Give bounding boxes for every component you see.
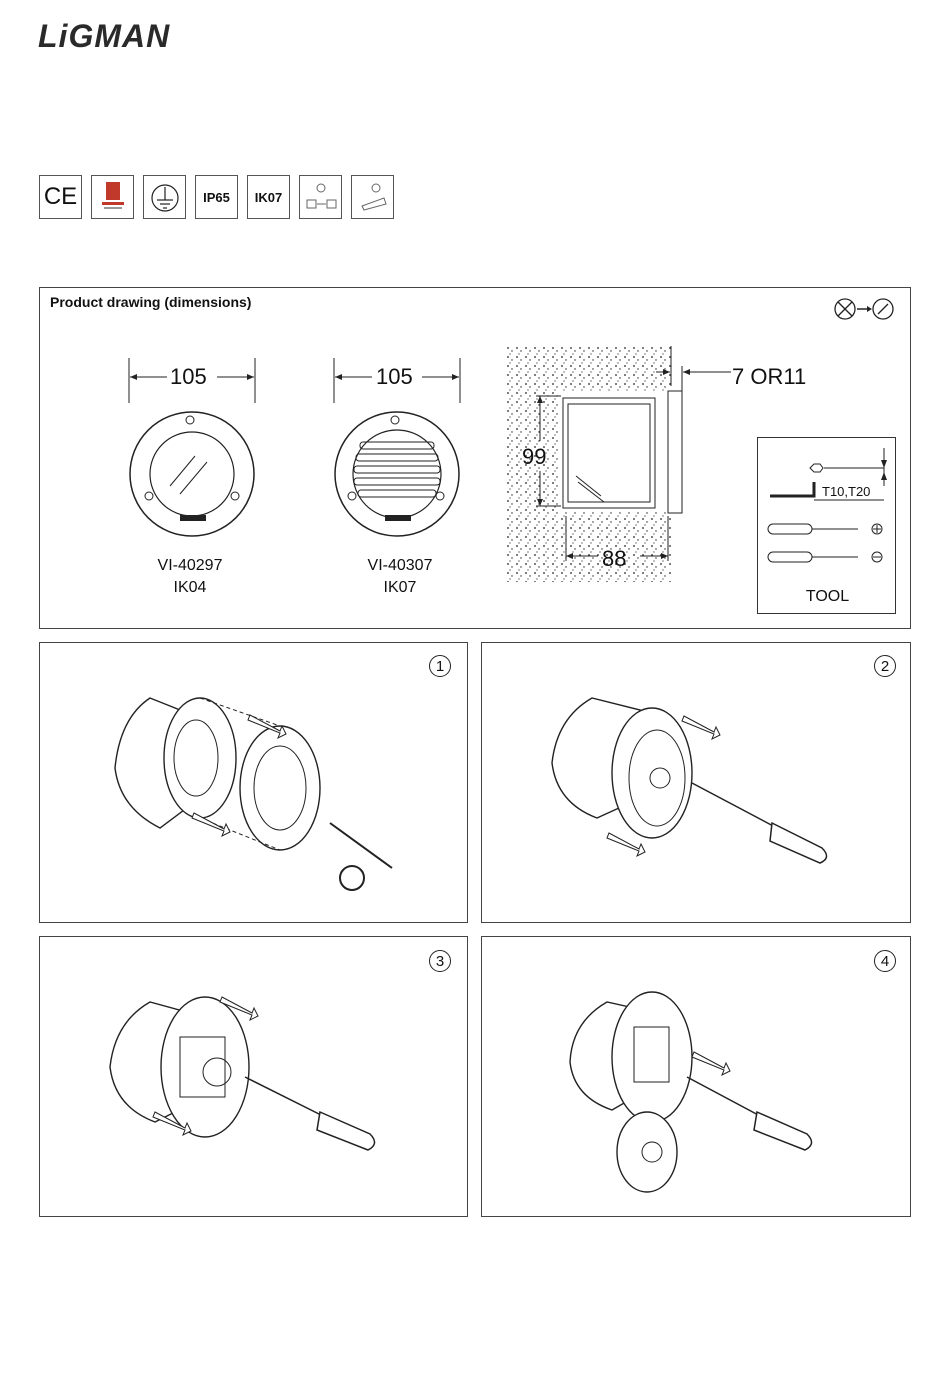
width-dimension-left: 105	[170, 364, 207, 390]
tool-box: T10,T20 TOOL	[757, 437, 896, 614]
width-dimension-right: 105	[376, 364, 413, 390]
step-2-illustration	[532, 683, 852, 903]
product-drawing-panel: Product drawing (dimensions) 105 VI-4029…	[39, 287, 911, 629]
earth-ground-icon	[143, 175, 186, 219]
model-label-right: VI-40307	[350, 556, 450, 576]
installation-icon-a	[299, 175, 342, 219]
quality-badge-icon	[91, 175, 134, 219]
step-panel-4: 4	[481, 936, 911, 1217]
step-panel-2: 2	[481, 642, 911, 923]
installation-icon-b	[351, 175, 394, 219]
brand-logo: LiGMAN	[38, 18, 170, 55]
model-label-left: VI-40297	[140, 556, 240, 576]
ce-mark-icon: CE	[39, 175, 82, 219]
step-number-1: 1	[429, 655, 451, 677]
ik-rating-badge: IK07	[247, 175, 290, 219]
panel-title: Product drawing (dimensions)	[50, 294, 251, 310]
height-dimension: 99	[522, 444, 546, 470]
step-number-3: 3	[429, 950, 451, 972]
tool-sizes-label: T10,T20	[822, 484, 870, 499]
ip-rating-badge: IP65	[195, 175, 238, 219]
rating-label-left: IK04	[140, 578, 240, 598]
step-1-illustration	[100, 678, 400, 898]
step-number-4: 4	[874, 950, 896, 972]
step-number-2: 2	[874, 655, 896, 677]
step-panel-3: 3	[39, 936, 468, 1217]
tool-title: TOOL	[758, 588, 897, 606]
step-3-illustration	[95, 982, 415, 1202]
body-depth-dimension: 88	[602, 546, 626, 572]
step-panel-1: 1	[39, 642, 468, 923]
rating-label-right: IK07	[350, 578, 450, 598]
step-4-illustration	[562, 982, 882, 1212]
tool-change-icon	[830, 296, 900, 326]
depth-dimension: 7 OR11	[732, 364, 806, 390]
